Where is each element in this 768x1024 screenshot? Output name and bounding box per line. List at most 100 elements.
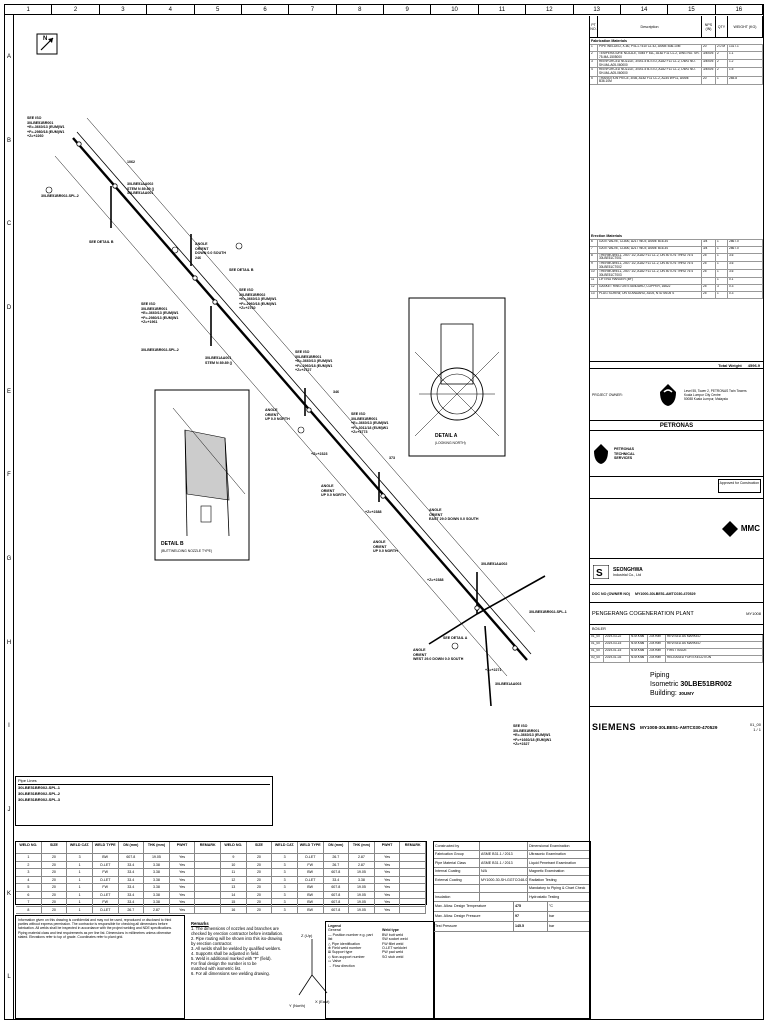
subcontractor-full: Industrial Co., Ltd xyxy=(613,572,642,577)
legend-item: ⊕ Field weld number xyxy=(328,946,362,951)
stem-tag: 30LBE51AA002 STEM N 89.89 () 30LBE51AA00… xyxy=(127,182,154,196)
weld-cell: 1 xyxy=(67,884,93,892)
isometric-label: Isometric xyxy=(650,681,679,689)
revision-cell: J.M.Han xyxy=(648,635,666,642)
company-block: SIEMENS MY1008-30LBE51-AMTC030-470529 01… xyxy=(590,707,763,747)
material-cell: 25 xyxy=(702,261,716,270)
legend-item: ⊠ Support type xyxy=(328,950,353,955)
weld-cell: 20 xyxy=(41,891,68,899)
stem-tag: 30LBE51AA001 STEM N 89.89 () xyxy=(205,356,232,365)
weld-cell xyxy=(195,861,221,869)
elevation-tag: +Z=+2388 xyxy=(427,578,444,582)
material-cell: 25 xyxy=(702,285,716,292)
weld-table-header: PWHT xyxy=(374,842,401,854)
weld-cell: Yes xyxy=(374,906,401,914)
weld-table-header: WELD CAT. xyxy=(272,842,298,854)
material-cell: 3/4x0/5 xyxy=(702,60,716,68)
design-note: 1. The dimensions of nozzles and branche… xyxy=(191,926,279,931)
material-cell: 2 xyxy=(716,52,728,60)
material-cell: 1 xyxy=(716,246,728,253)
revision-cell: 2019-03-22 xyxy=(604,635,630,642)
weld-cell: 607.8 xyxy=(323,899,350,907)
revision-cell: 2019-03-15 xyxy=(604,642,630,649)
revision-cell: 2019-01-03 xyxy=(604,656,630,663)
legend-item: → Flow direction xyxy=(328,963,355,968)
weld-marker xyxy=(474,605,480,611)
weld-cell: 26.7 xyxy=(118,906,145,914)
revision-cell: 01_00 xyxy=(590,649,604,656)
material-cell: 8 xyxy=(590,253,598,261)
weld-cell: FW xyxy=(92,884,119,892)
see-iso-tag: SEE ISO 30LBE51BR001 +E=-3660/13 (EUM)W1… xyxy=(141,302,179,325)
revision-cell: N.M.Khai xyxy=(630,649,648,656)
weld-table-header: THK (mm) xyxy=(144,842,170,854)
material-cell: 20 xyxy=(702,45,716,51)
weld-cell: O-LET xyxy=(92,906,119,914)
legend-item: ◇ Non-support number xyxy=(328,954,365,959)
inspection-row: External CoatingMY1000-30-SH-GGTCO48-000… xyxy=(434,876,590,885)
see-iso-tag: SEE ISO 30LBE51BR001 +E=-3660/13 (EUM)W1… xyxy=(27,116,65,139)
legend-item: — Position number e.g. part list xyxy=(328,932,373,942)
weld-cell: Yes xyxy=(374,891,401,899)
weld-cell: 19.05 xyxy=(349,869,375,877)
total-weight-value: 4596.9 xyxy=(747,362,760,368)
detail-a-subtitle: (LOOKING NORTH) xyxy=(435,441,466,445)
material-cell: 1 xyxy=(590,45,598,51)
fab-section-label: Fabrication Materials xyxy=(590,38,763,45)
weld-cell: 10 xyxy=(221,861,247,869)
weld-cell xyxy=(400,891,426,899)
revision-cell: J.M.Han xyxy=(648,642,666,649)
material-cell: 6 xyxy=(590,239,598,246)
weld-cell: 20 xyxy=(246,906,273,914)
zone-label: 4 xyxy=(147,5,195,14)
material-cell: 1.5 xyxy=(728,68,763,76)
material-cell: 25 xyxy=(702,270,716,278)
material-cell: 5 xyxy=(590,76,598,84)
weld-cell: 7 xyxy=(16,899,42,907)
weld-cell: 607.8 xyxy=(323,869,350,877)
weld-cell: FW xyxy=(92,869,119,877)
weld-cell: Yes xyxy=(169,861,196,869)
weld-cell: BW xyxy=(297,891,324,899)
material-cell: 3/4x0/5 xyxy=(702,68,716,76)
spool-tag: 30LBE51BR002-SPL-1 xyxy=(529,610,567,614)
weld-cell: 4 xyxy=(16,876,42,884)
revision-number: 01_00 xyxy=(749,722,761,728)
weld-cell: 20 xyxy=(41,854,68,862)
pipe-line-item: 30LBE51BR002-SPL-2 xyxy=(18,791,61,796)
zone-ruler-left: A B C D E F G H I J K L xyxy=(5,15,14,1019)
weld-cell: 20 xyxy=(246,884,273,892)
doc-no: MY1000-30LBE51-AMTC030-470529 xyxy=(635,591,696,596)
north-label: N xyxy=(43,36,48,42)
material-cell: 2.0 M xyxy=(716,45,728,51)
weld-cell: 20 xyxy=(41,876,68,884)
weld-cell: Yes xyxy=(169,906,196,914)
legend-item: ▭ Valve xyxy=(328,959,342,964)
zone-label: 2 xyxy=(52,5,100,14)
material-cell: 7 xyxy=(590,246,598,253)
weld-cell xyxy=(400,854,426,862)
general-notes: Information given on this drawing is con… xyxy=(15,915,185,1019)
weld-cell: 15 xyxy=(221,899,247,907)
weld-cell: Yes xyxy=(169,899,196,907)
weld-cell: Yes xyxy=(374,854,401,862)
detail-b-plug xyxy=(200,505,212,523)
position-balloon xyxy=(45,186,53,194)
orient-tag: ANGLE ORIENT UP 0.0 NORTH xyxy=(373,540,398,554)
weld-cell: Yes xyxy=(374,861,401,869)
zone-label: 11 xyxy=(479,5,527,14)
detail-b-line xyxy=(172,407,246,495)
material-cell: THERMOWELL, 250 / 1/2, A182 F11 CL.2, DN… xyxy=(598,261,702,270)
zone-label: 1 xyxy=(5,5,53,14)
weld-cell: 3.38 xyxy=(144,899,170,907)
weld-cell: Yes xyxy=(374,869,401,877)
dimension-line xyxy=(86,117,536,633)
weld-table-header: PWHT xyxy=(169,842,196,854)
weld-cell: 19.05 xyxy=(144,854,170,862)
